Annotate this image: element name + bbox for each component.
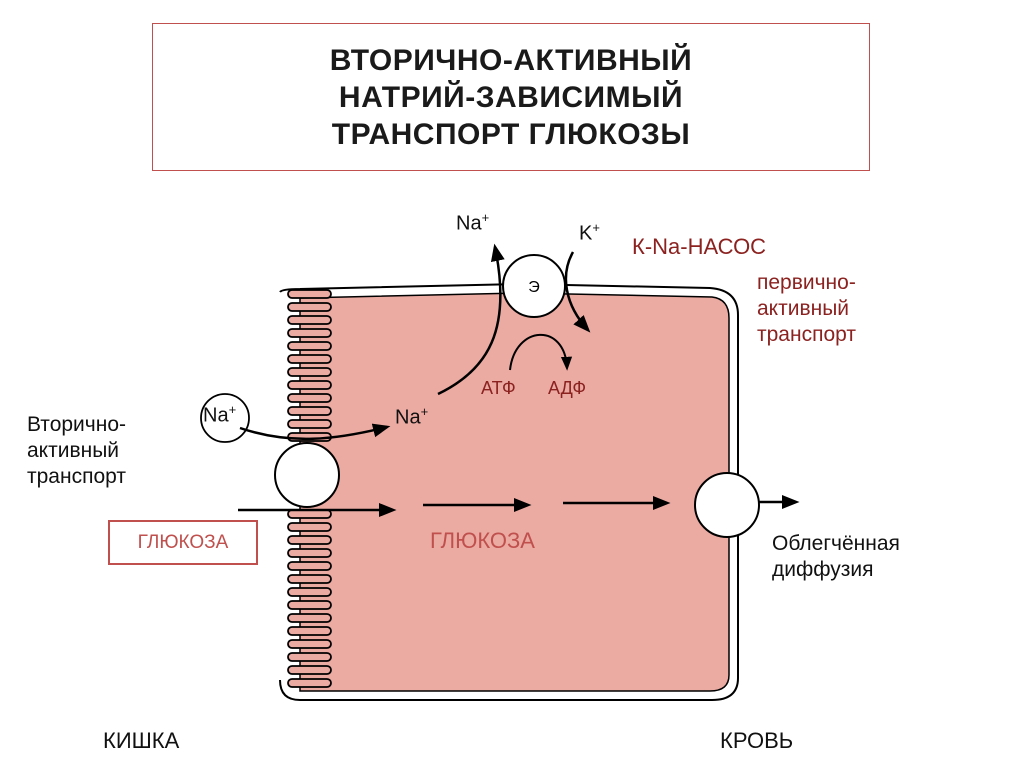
na-out-label: Na+ xyxy=(456,210,490,235)
atp-adp-arrow xyxy=(509,333,573,371)
facilitated-diffusion-label: Облегчённая диффузия xyxy=(772,532,900,581)
adp-label: АДФ xyxy=(548,378,587,398)
k-influx-arrow xyxy=(564,251,591,333)
enzyme-symbol: Э xyxy=(528,279,540,296)
na-cell-label: Na+ xyxy=(395,404,429,429)
blood-label: КРОВЬ xyxy=(720,728,794,753)
na-lumen-label: Na+ xyxy=(203,402,237,427)
symporter-circle xyxy=(274,442,340,508)
secondary-active-label: Вторично- активный транспорт xyxy=(27,413,126,488)
pump-label: К-Na-НАСОС xyxy=(632,234,767,259)
diagram-title: ВТОРИЧНО-АКТИВНЫЙ НАТРИЙ-ЗАВИСИМЫЙ ТРАНС… xyxy=(329,43,693,151)
na-lumen-circle xyxy=(200,393,250,443)
glucose-lumen-box: ГЛЮКОЗА xyxy=(108,520,258,565)
glucose-cell-label: ГЛЮКОЗА xyxy=(430,528,535,553)
glucose-lumen-label: ГЛЮКОЗА xyxy=(137,531,229,553)
glut-transporter-circle xyxy=(694,472,760,538)
pump-enzyme-circle xyxy=(502,254,566,318)
intestine-label: КИШКА xyxy=(103,728,180,753)
k-in-label: K+ xyxy=(579,220,600,245)
pump-description: первично- активный транспорт xyxy=(757,271,856,346)
microvilli xyxy=(287,289,332,688)
atp-label: АТФ xyxy=(481,378,516,398)
na-efflux-arrow xyxy=(437,243,505,396)
title-box: ВТОРИЧНО-АКТИВНЫЙ НАТРИЙ-ЗАВИСИМЫЙ ТРАНС… xyxy=(152,23,870,171)
na-entry-arrow xyxy=(239,423,391,441)
